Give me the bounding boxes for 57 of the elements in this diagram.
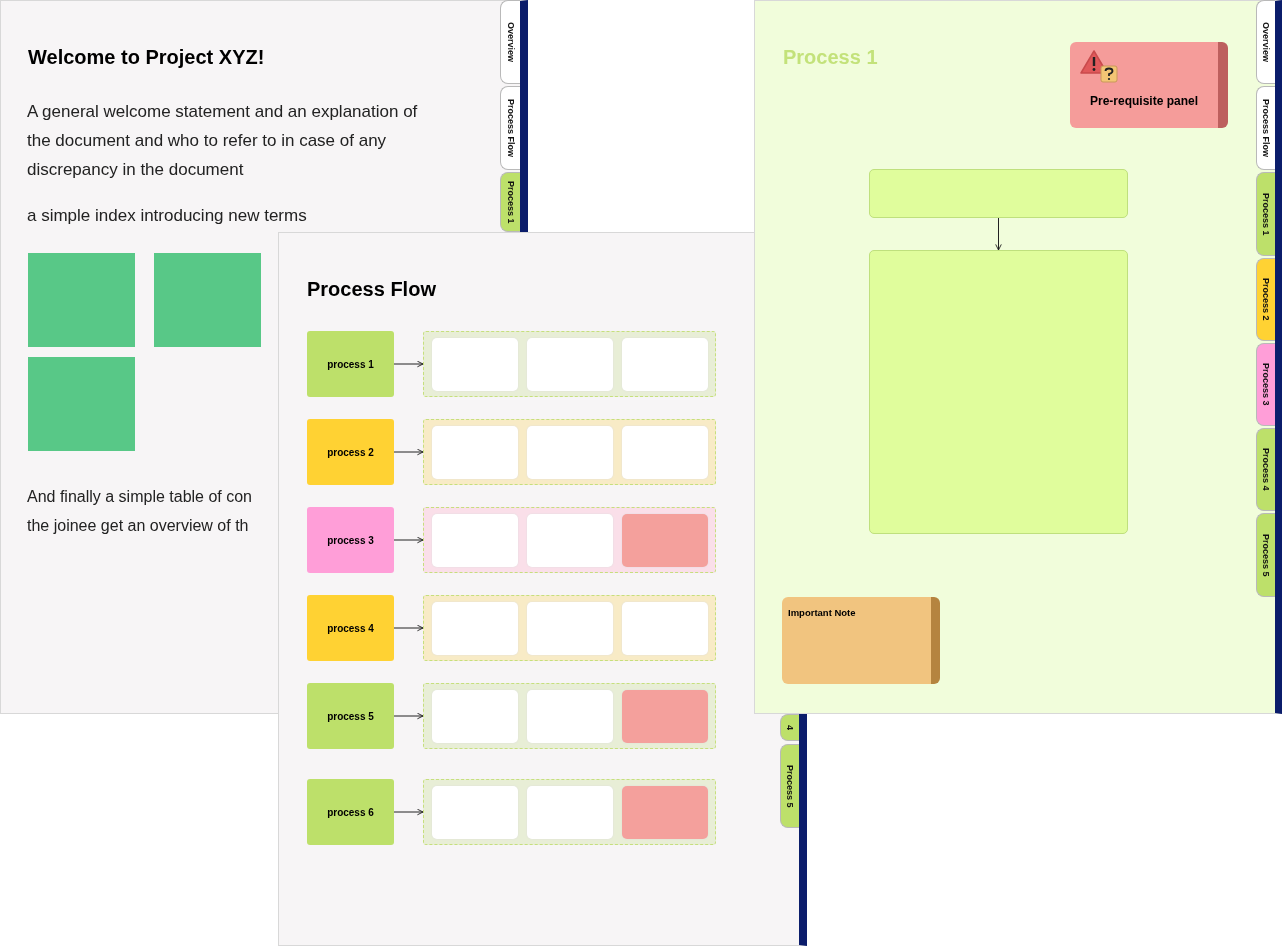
- tab: Process 1: [500, 172, 520, 232]
- tab: Process 2: [1256, 258, 1275, 341]
- step-card: [622, 338, 708, 391]
- color-square: [28, 357, 135, 451]
- arrow: [995, 217, 1002, 251]
- paragraph: a simple index introducing new terms: [27, 206, 307, 226]
- step-row: [423, 331, 716, 397]
- step-card: [527, 338, 613, 391]
- step-card: [432, 602, 518, 655]
- page-title: Process Flow: [307, 278, 436, 301]
- page-title: Process 1: [783, 46, 878, 69]
- step-card: [527, 786, 613, 839]
- process-box: process 1: [307, 331, 394, 397]
- paragraph: A general welcome statement and an explanation of the document and who to refer to in case of any discrepancy in the document: [27, 101, 419, 181]
- step-card: [432, 690, 518, 743]
- process-box: process 5: [307, 683, 394, 749]
- step-row: [423, 779, 716, 845]
- color-square: [154, 253, 261, 347]
- tab: Overview: [1256, 0, 1275, 84]
- content-panel: [869, 169, 1128, 218]
- step-card: [622, 602, 708, 655]
- tab: Process 1: [1256, 172, 1275, 256]
- step-card: [622, 514, 708, 567]
- step-card: [622, 426, 708, 479]
- step-card: [527, 602, 613, 655]
- tab: Process Flow: [1256, 86, 1275, 170]
- step-card: [527, 426, 613, 479]
- step-row: [423, 595, 716, 661]
- note-card: Important Note: [782, 597, 940, 684]
- tab: Process 5: [1256, 513, 1275, 597]
- tab: Overview: [500, 0, 520, 84]
- process-box: process 3: [307, 507, 394, 573]
- step-row: [423, 683, 716, 749]
- tab: Process 5: [780, 744, 799, 828]
- process-box: process 6: [307, 779, 394, 845]
- step-card: [527, 514, 613, 567]
- step-card: [432, 786, 518, 839]
- step-card: [527, 690, 613, 743]
- step-card: [432, 514, 518, 567]
- tab: 4: [780, 714, 799, 741]
- step-card: [622, 690, 708, 743]
- step-card: [432, 338, 518, 391]
- step-card: [432, 426, 518, 479]
- page-title: Welcome to Project XYZ!: [28, 46, 265, 69]
- color-square: [28, 253, 135, 347]
- process-box: process 4: [307, 595, 394, 661]
- step-row: [423, 419, 716, 485]
- tab: Process 4: [1256, 428, 1275, 511]
- step-row: [423, 507, 716, 573]
- step-card: [622, 786, 708, 839]
- panel-title: Pre-requisite panel: [1088, 94, 1199, 108]
- tab: Process 3: [1256, 343, 1275, 426]
- paragraph: And finally a simple table of con the joinee get an overview of th: [27, 487, 253, 536]
- prerequisite-panel: [1070, 42, 1228, 128]
- process-box: process 2: [307, 419, 394, 485]
- tab: Process Flow: [500, 86, 520, 170]
- content-panel: [869, 250, 1128, 534]
